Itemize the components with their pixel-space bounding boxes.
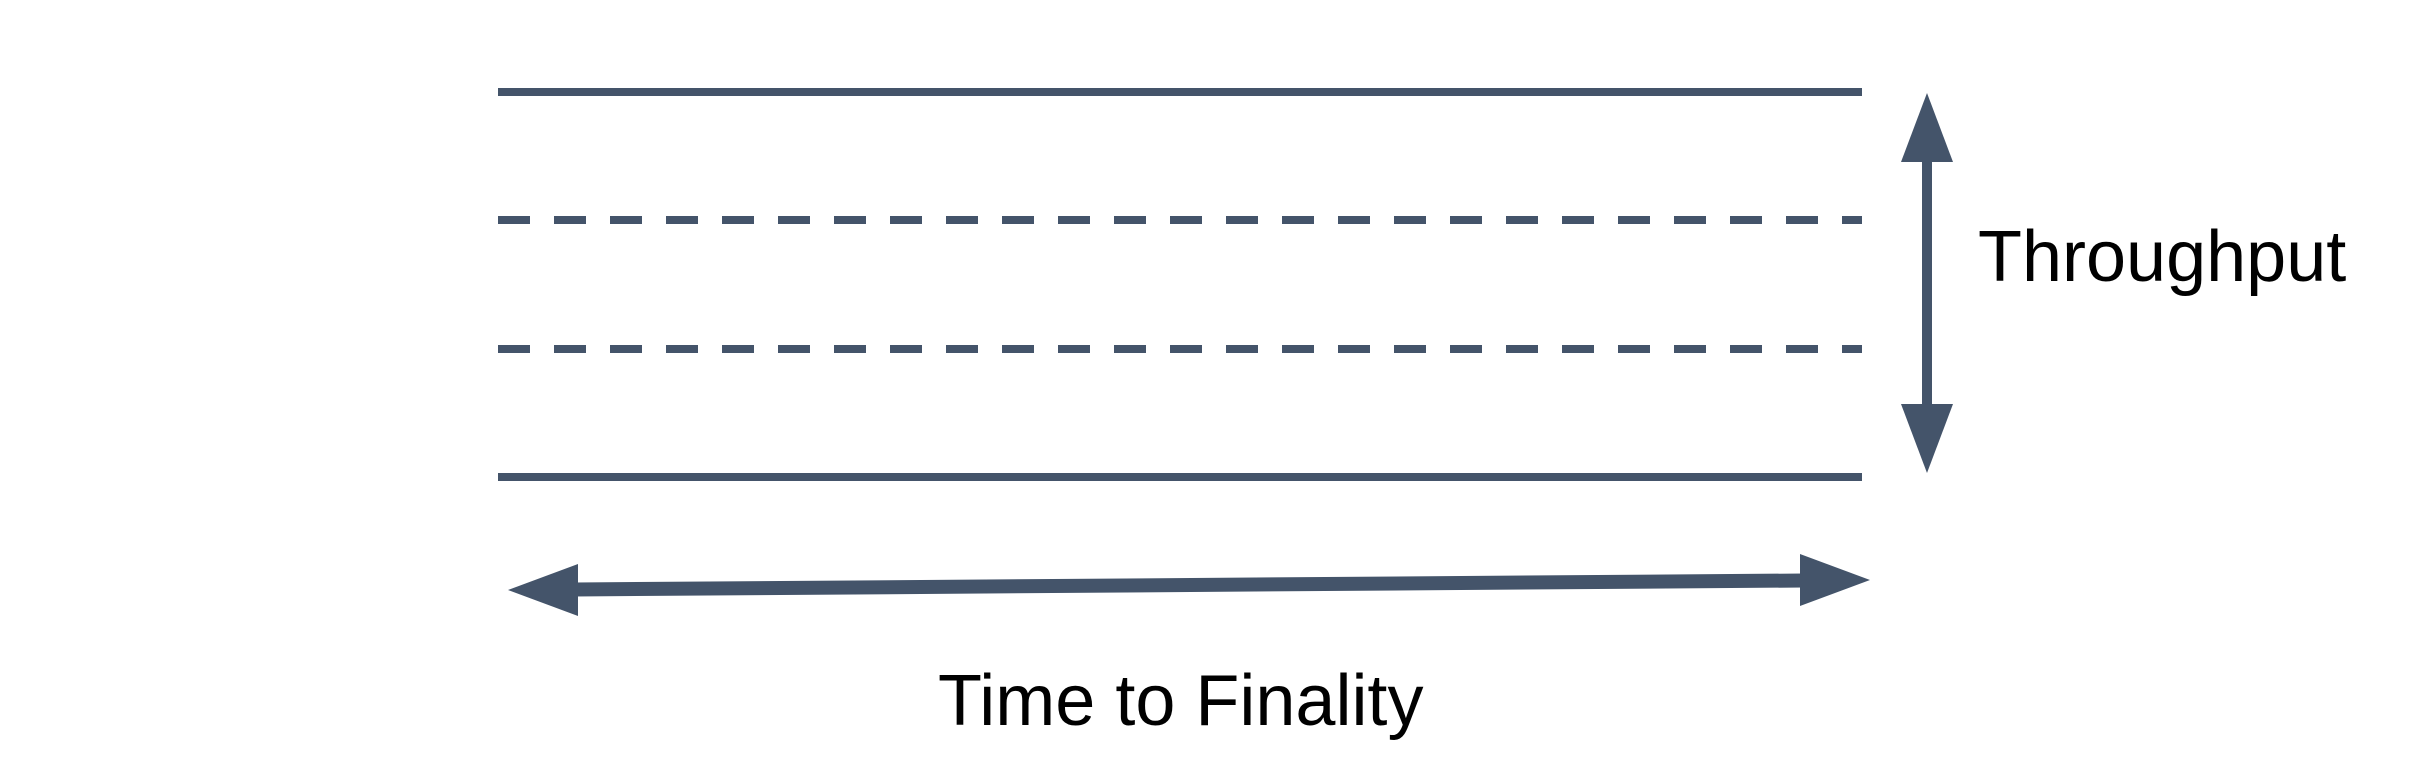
time-to-finality-arrow	[508, 554, 1870, 616]
arrow-down-icon	[1901, 404, 1953, 473]
time-to-finality-label: Time to Finality	[938, 661, 1424, 741]
arrow-up-icon	[1901, 93, 1953, 162]
throughput-arrow	[1901, 93, 1953, 473]
arrow-left-icon	[508, 564, 578, 616]
time-to-finality-arrow-shaft	[573, 573, 1805, 597]
arrow-right-icon	[1800, 554, 1870, 606]
throughput-label: Throughput	[1978, 217, 2347, 297]
